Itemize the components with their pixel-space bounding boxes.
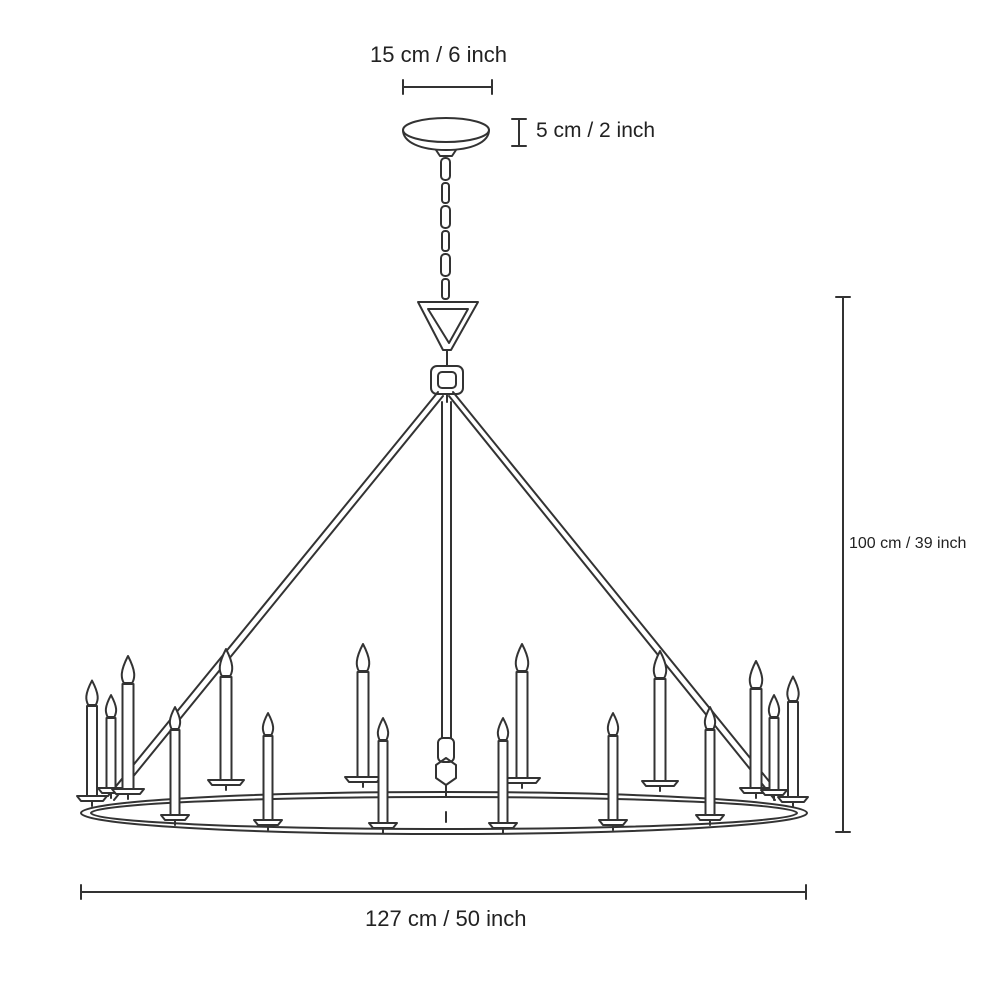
candle-arm xyxy=(760,694,788,801)
center-drop-link xyxy=(435,737,457,823)
candle-sleeve xyxy=(607,735,619,821)
candle-sleeve xyxy=(219,676,233,781)
canopy-width-dimension-line xyxy=(402,79,493,95)
canopy-height-dimension-line xyxy=(511,118,527,147)
candle-arm xyxy=(76,679,108,807)
candle-arm xyxy=(111,655,145,800)
width-dimension-line xyxy=(80,884,807,900)
candle-bulb xyxy=(496,717,510,741)
candle-arm xyxy=(160,706,190,826)
candle-sleeve xyxy=(749,688,763,789)
candle-bulb xyxy=(767,694,781,718)
candle-arm xyxy=(488,717,518,834)
height-dimension-line xyxy=(835,296,851,833)
candle-sleeve xyxy=(262,735,274,821)
candle-group xyxy=(76,643,809,834)
candle-bulb xyxy=(703,706,717,730)
candle-sleeve xyxy=(653,678,667,782)
candle-sleeve xyxy=(497,740,509,824)
triangle-connector xyxy=(417,301,479,367)
candle-arm xyxy=(598,712,628,831)
candle-arm xyxy=(344,643,382,788)
candle-bulb xyxy=(120,655,136,684)
canopy-width-label: 15 cm / 6 inch xyxy=(370,42,507,67)
candle-bulb xyxy=(376,717,390,741)
candle-bulb xyxy=(355,643,371,672)
candle-sleeve xyxy=(787,701,799,798)
candle-sleeve xyxy=(356,671,370,778)
candle-bulb xyxy=(168,706,182,730)
candle-arm xyxy=(207,648,245,791)
candle-bulb xyxy=(652,650,668,679)
candle-sleeve xyxy=(105,717,117,789)
candle-sleeve xyxy=(768,717,780,791)
candle-ring xyxy=(80,791,808,835)
candle-sleeve xyxy=(86,705,98,797)
candle-bulb xyxy=(514,643,530,672)
candle-bulb xyxy=(104,694,118,718)
candle-sleeve xyxy=(704,729,716,816)
candle-sleeve xyxy=(515,671,529,779)
center-hub xyxy=(430,365,464,403)
candle-bulb xyxy=(85,679,99,706)
candle-bulb xyxy=(748,660,764,689)
candle-sleeve xyxy=(377,740,389,824)
candle-arm xyxy=(739,660,773,799)
total-height-label: 100 cm / 39 inch xyxy=(849,535,967,552)
candle-arm xyxy=(695,706,725,826)
support-rods xyxy=(107,391,782,801)
candle-sleeve xyxy=(121,683,135,790)
canopy-height-label: 5 cm / 2 inch xyxy=(536,119,656,142)
ceiling-canopy xyxy=(402,117,490,157)
candle-arm xyxy=(503,643,541,789)
candle-bulb xyxy=(786,675,800,702)
candle-sleeve xyxy=(169,729,181,816)
candle-arm xyxy=(253,712,283,831)
candle-arm xyxy=(368,717,398,834)
candle-bulb xyxy=(261,712,275,736)
candle-bulb xyxy=(606,712,620,736)
candle-arm xyxy=(641,650,679,792)
candle-arm xyxy=(777,675,809,808)
diameter-label: 127 cm / 50 inch xyxy=(365,906,527,931)
hanging-chain xyxy=(440,157,451,300)
candle-bulb xyxy=(218,648,234,677)
